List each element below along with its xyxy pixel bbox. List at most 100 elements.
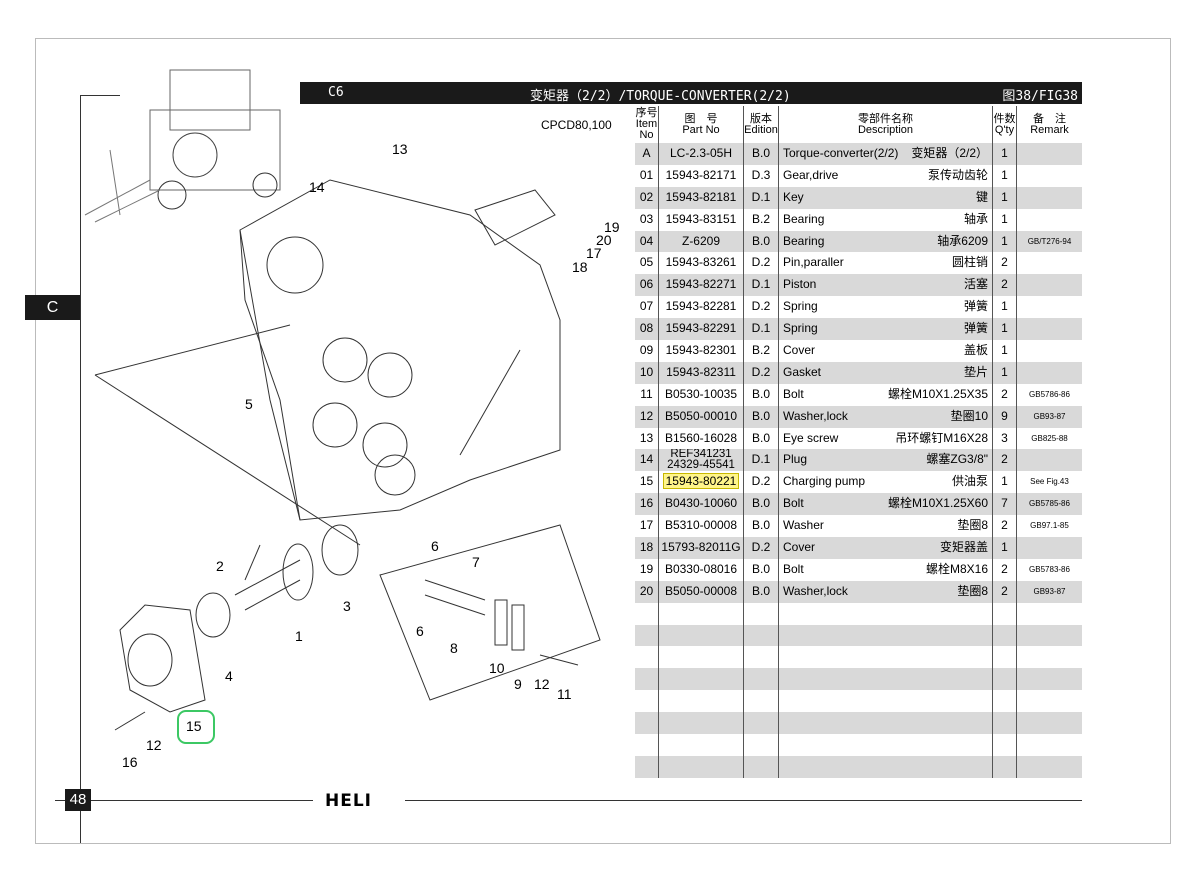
remark (1017, 209, 1082, 231)
cell (744, 646, 779, 669)
part-no[interactable]: LC-2.3-05H (669, 146, 733, 160)
callout-9[interactable]: 9 (514, 676, 522, 692)
cell (993, 712, 1017, 735)
callout-18[interactable]: 18 (572, 259, 588, 275)
callout-7[interactable]: 7 (472, 554, 480, 570)
description-cn: 轴承 (963, 211, 988, 226)
part-no[interactable]: B0330-08016 (664, 561, 738, 576)
callout-14[interactable]: 14 (309, 179, 325, 195)
part-no[interactable]: B5050-00010 (664, 408, 738, 423)
edition: B.0 (744, 558, 779, 581)
callout-4[interactable]: 4 (225, 668, 233, 684)
callout-17[interactable]: 17 (586, 245, 602, 261)
part-no[interactable]: 15943-80221 (662, 473, 740, 490)
part-no-line: REF341231 (670, 449, 732, 461)
part-no[interactable]: 15943-82181 (665, 189, 737, 204)
quantity: 2 (993, 558, 1017, 581)
callout-20[interactable]: 20 (596, 232, 612, 248)
empty-row (635, 646, 1082, 669)
col-edition: Edition (744, 123, 778, 136)
part-no[interactable]: 15943-82271 (665, 277, 737, 292)
description-en: Pin,paraller (783, 255, 844, 270)
part-no[interactable]: 15943-82291 (665, 321, 737, 336)
item-no: 13 (635, 427, 659, 450)
callout-19[interactable]: 19 (604, 219, 620, 235)
col-desc-cn: 零部件名称 (858, 112, 913, 125)
remark (1017, 187, 1082, 209)
callout-2[interactable]: 2 (216, 558, 224, 574)
cell (993, 602, 1017, 625)
part-no[interactable]: 15943-82281 (665, 299, 737, 314)
part-no[interactable]: B0430-10060 (664, 496, 738, 511)
callout-10[interactable]: 10 (489, 660, 505, 676)
remark: GB93-87 (1033, 411, 1066, 421)
edition: B.0 (744, 383, 779, 406)
callout-5[interactable]: 5 (245, 396, 253, 412)
callout-12[interactable]: 12 (534, 676, 550, 692)
part-no[interactable]: 15793-82011G (661, 540, 741, 555)
part-no[interactable]: B0530-10035 (664, 386, 738, 401)
callout-13[interactable]: 13 (392, 141, 408, 157)
cell (779, 734, 993, 756)
description-en: Key (783, 189, 804, 204)
description-cn: 垫圈8 (957, 518, 988, 533)
description-cn: 弹簧 (963, 299, 988, 314)
callout-6[interactable]: 6 (431, 538, 439, 554)
callout-8[interactable]: 8 (450, 640, 458, 656)
footer-rule (91, 800, 313, 801)
remark (1017, 449, 1082, 471)
edition: D.1 (744, 449, 779, 472)
part-no[interactable]: 15943-82171 (665, 167, 737, 182)
description-cn: 弹簧 (963, 321, 988, 336)
cell (993, 646, 1017, 669)
part-no[interactable]: B1560-16028 (664, 430, 738, 445)
callout-16[interactable]: 16 (122, 754, 138, 770)
description-cn: 变矩器（2/2） (911, 146, 988, 160)
remark: See Fig.43 (1030, 477, 1069, 487)
item-no: 20 (635, 580, 659, 603)
item-no: 08 (635, 318, 659, 341)
section-tab[interactable]: C (25, 295, 80, 320)
cell (659, 755, 744, 778)
description-en: Bearing (783, 233, 825, 248)
remark (1017, 537, 1082, 559)
col-item-cn: 序号 (635, 107, 658, 119)
callout-11[interactable]: 11 (557, 686, 572, 702)
item-no: 11 (635, 383, 659, 406)
part-no[interactable]: 15943-82301 (665, 343, 737, 358)
part-no[interactable]: Z-6209 (681, 233, 721, 248)
part-no[interactable]: B5050-00008 (664, 583, 738, 598)
callout-6b[interactable]: 6 (416, 623, 424, 639)
item-no: 04 (635, 230, 659, 253)
cell (744, 734, 779, 756)
description-en: Washer,lock (783, 583, 848, 598)
description-en: Cover (783, 540, 816, 555)
cell (744, 755, 779, 778)
part-no[interactable]: 15943-83261 (665, 255, 737, 270)
callout-12b[interactable]: 12 (146, 737, 162, 753)
description-cn: 供油泵 (951, 474, 988, 489)
part-no[interactable]: 15943-83151 (665, 211, 737, 226)
part-no[interactable]: 15943-82311 (666, 364, 736, 379)
edition: D.1 (744, 186, 779, 209)
col-qty-cn: 件数 (993, 112, 1016, 125)
callout-1[interactable]: 1 (295, 628, 303, 644)
part-no[interactable]: B5310-00008 (664, 518, 738, 533)
part-no-cell: Z-6209 (659, 230, 744, 253)
callout-3[interactable]: 3 (343, 598, 351, 614)
col-item: Item (635, 118, 658, 130)
description-en: Plug (783, 452, 808, 467)
part-no-cell: 15943-82271 (659, 274, 744, 297)
callout-15[interactable]: 15 (186, 718, 202, 734)
model-label: CPCD80,100 (541, 118, 612, 132)
item-no: 12 (635, 405, 659, 428)
